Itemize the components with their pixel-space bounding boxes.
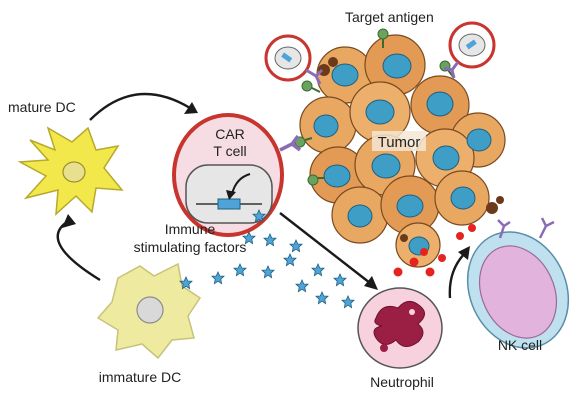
arrow-neutrophil-to-tumor [448,251,467,299]
tumor-nucleus [396,194,424,218]
mature-dc-nucleus [62,161,86,183]
label-immune-line1: Immune [165,221,216,237]
bleb [496,196,504,204]
tumor-nucleus [371,153,401,179]
red-granule [409,257,419,267]
star [261,265,275,279]
label-nk-cell: NK cell [498,337,542,353]
red-granules [393,224,476,277]
immature-dc-cell [96,262,202,360]
red-granule [468,224,476,232]
small-car-gene [465,39,477,50]
immature-dc-nucleus [136,296,164,324]
small-car-t-cell-right [443,21,496,79]
star [333,273,347,287]
star [341,295,355,309]
arrowhead-tumor [458,246,470,260]
antigen-head [377,28,389,40]
antigen-stalk [311,87,321,93]
arrow-heads [62,102,470,290]
star [242,231,256,245]
nk-cell-inner [478,245,558,339]
arrow-immature-to-mature-dc [56,218,101,282]
antigen-head [307,174,319,186]
bleb [400,234,408,242]
tumor-nucleus [450,186,476,210]
mature-dc-cell [17,126,124,216]
label-target-antigen: Target antigen [345,9,434,25]
label-immature-dc: immature DC [99,369,181,385]
red-granule [438,254,446,262]
neutrophil-cell [357,287,443,369]
bleb [486,202,498,214]
nk-receptor [538,217,555,239]
tumor-nucleus [382,53,412,79]
star [211,271,225,285]
tumor-label-bg [372,131,426,151]
arrow-car-t-to-neutrophil [279,212,371,284]
arrowhead-neutrophil [364,276,378,290]
tumor-nucleus [466,128,492,152]
star [311,263,325,277]
star [289,239,303,253]
star [263,233,277,247]
nk-receptor [497,219,511,239]
star [233,263,247,277]
arrowhead-car-t [184,102,198,114]
star [315,291,329,305]
red-granule [420,248,428,256]
car-gene [217,198,241,210]
label-car-line1: CAR [215,126,245,142]
arrow-mature-dc-to-car-t [89,92,191,121]
label-mature-dc: mature DC [8,99,76,115]
arrowhead-mature-dc [62,214,76,228]
small-car-receptor [305,68,324,85]
label-tumor: Tumor [378,134,421,151]
star [179,276,193,290]
star [283,253,297,267]
tumor-nucleus [432,145,460,171]
small-car-gene [281,52,293,63]
antigen-head [301,80,313,92]
star [252,209,266,223]
tumor-nucleus [323,164,351,188]
bleb [328,57,338,67]
tumor-nucleus [347,204,373,228]
tumor-nucleus [313,114,339,138]
label-car-line2: T cell [213,143,246,159]
red-granule [456,232,464,240]
red-granule [425,267,435,277]
label-immune-line2: stimulating factors [134,239,247,255]
small-car-receptor [443,61,460,79]
immune-factor-stars [179,209,355,309]
car-gene-arrowhead [226,190,236,200]
tumor-nucleus [331,63,359,87]
label-neutrophil: Neutrophil [370,374,434,390]
neutrophil-granule [380,344,388,352]
neutrophil-granule [409,309,415,315]
car-t-cell [172,113,302,237]
small-car-t-cell-left [264,34,324,85]
red-granule [393,267,403,277]
star [295,279,309,293]
tumor-nuclei [313,53,492,256]
antigen-stalk [304,137,313,141]
tumor-nucleus [426,91,454,117]
tumor-nucleus [365,99,395,125]
car-receptor [279,134,302,152]
nk-cell [466,217,570,349]
